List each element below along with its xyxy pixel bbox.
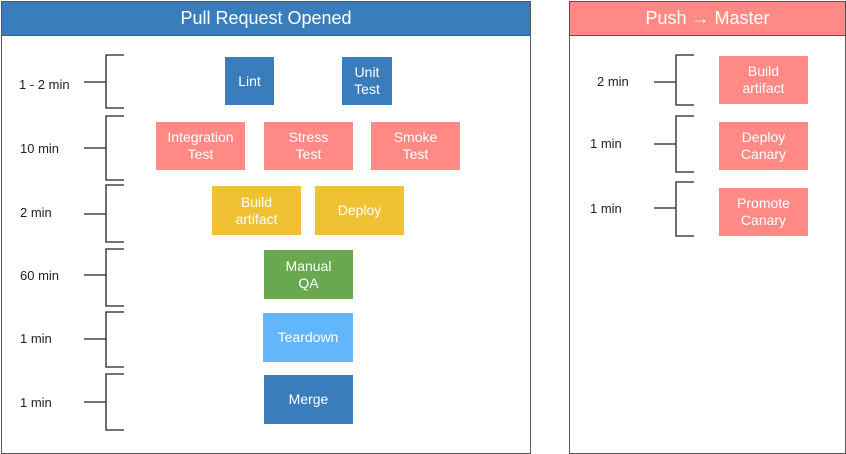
time-stage-3: 2 min [20,205,52,220]
deploy-box: Deploy [315,186,404,235]
smoke-test-box: Smoke Test [371,122,460,170]
build-artifact-label: Build artifact [235,193,278,227]
bracket-stage-1 [84,54,124,109]
integration-test-box: Integration Test [156,122,245,170]
deploy-canary-box: Deploy Canary [719,122,808,170]
master-build-artifact-label: Build artifact [742,63,785,96]
time-master-1: 2 min [597,74,629,89]
bracket-master-3 [654,181,694,237]
bracket-stage-4 [84,248,124,307]
time-stage-1: 1 - 2 min [19,77,70,92]
lint-label: Lint [238,72,261,89]
stress-test-box: Stress Test [264,122,353,170]
build-artifact-box: Build artifact [212,186,301,235]
time-master-2: 1 min [590,136,622,151]
deploy-canary-label: Deploy Canary [740,129,787,162]
bracket-master-2 [654,115,694,173]
bracket-stage-5 [84,311,124,368]
lint-box: Lint [225,57,274,105]
deploy-label: Deploy [337,202,382,218]
master-build-artifact-box: Build artifact [719,56,808,104]
time-master-3: 1 min [590,201,622,216]
stress-test-label: Stress Test [288,129,329,162]
time-stage-6: 1 min [20,395,52,410]
teardown-label: Teardown [277,329,339,345]
manual-qa-box: Manual QA [264,250,353,299]
push-master-header: Push → Master [570,2,845,36]
pull-request-header: Pull Request Opened [2,2,530,36]
time-stage-2: 10 min [20,141,60,156]
bracket-stage-2 [84,115,124,181]
bracket-stage-3 [84,184,124,243]
manual-qa-label: Manual QA [285,257,332,291]
merge-box: Merge [264,375,353,424]
teardown-box: Teardown [263,313,353,362]
bracket-stage-6 [84,373,124,431]
merge-label: Merge [288,391,329,407]
promote-canary-label: Promote Canary [737,195,790,228]
unit-test-label: Unit Test [354,64,380,97]
bracket-master-1 [654,54,694,106]
time-stage-5: 1 min [20,331,52,346]
integration-test-label: Integration Test [167,129,234,162]
promote-canary-box: Promote Canary [719,188,808,236]
smoke-test-label: Smoke Test [393,129,438,162]
unit-test-box: Unit Test [342,57,392,105]
time-stage-4: 60 min [20,268,60,283]
